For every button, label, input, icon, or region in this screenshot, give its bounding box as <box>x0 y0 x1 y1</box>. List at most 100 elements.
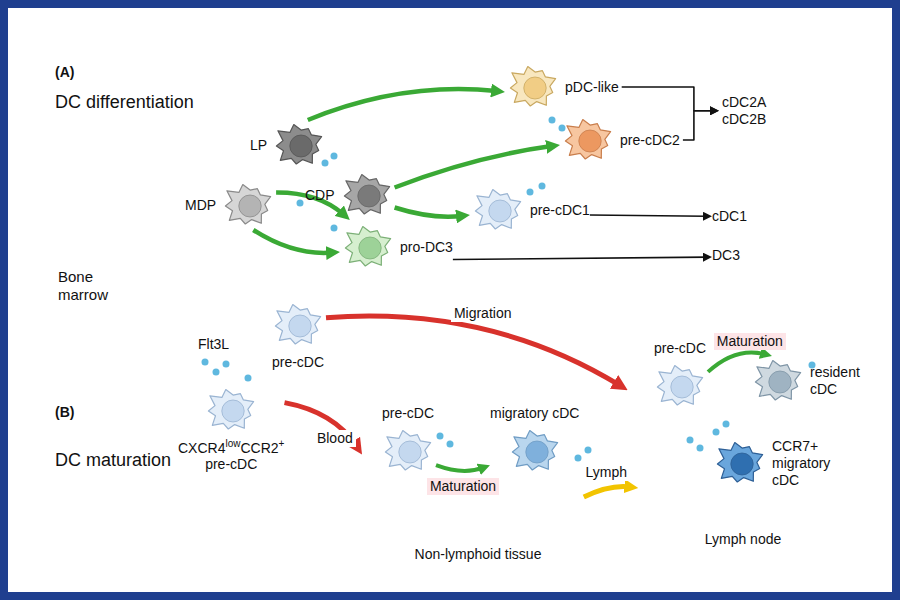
text-label: (A) <box>55 64 74 81</box>
arrow-connector <box>308 89 497 120</box>
cell-nucleus <box>290 135 312 157</box>
edge-label: Maturation <box>427 478 499 495</box>
cell-body <box>512 430 557 469</box>
cell-drawing <box>712 438 768 488</box>
cell-label-box: pro-DC3 <box>400 239 453 256</box>
cell-label-box: pre-cDC <box>382 405 434 422</box>
cell-type-text: cDC1 <box>712 208 747 225</box>
arrow-connector <box>436 465 483 471</box>
arrow-connector <box>395 208 462 217</box>
cell-node: pDC-like <box>505 62 619 112</box>
cell-node: LP <box>250 120 327 170</box>
text-label: (B) <box>55 404 74 421</box>
cell-label-line: CXCR4lowCCR2+ <box>178 439 284 456</box>
cell-label: CDP <box>305 187 335 204</box>
region-outline <box>612 328 874 526</box>
cell-type-label: DC3 <box>712 247 740 264</box>
cell-body <box>344 175 389 214</box>
region-label: Non-lymphoid tissue <box>415 546 542 562</box>
cell-label: pre-cDC1 <box>530 202 590 219</box>
cell-drawing <box>507 426 563 476</box>
cell-label: pre-cDC <box>382 405 434 422</box>
cell-nucleus <box>489 200 511 222</box>
cell-node: CDP <box>305 170 395 220</box>
cell-node: pro-DC3 <box>340 222 453 272</box>
cell-drawing <box>270 300 326 350</box>
cell-body <box>385 430 430 469</box>
edge-label: Migration <box>451 305 515 322</box>
cell-body <box>345 227 390 266</box>
region-label-row: Lymph node <box>612 529 874 548</box>
arrow-connector <box>683 111 714 140</box>
cell-drawing <box>203 385 259 435</box>
cell-node: resident cDC <box>750 356 860 406</box>
cell-node: pre-cDC <box>380 405 436 476</box>
cell-body <box>277 125 322 164</box>
cell-node: CXCR4lowCCR2+pre-cDC <box>178 385 284 473</box>
cell-label-box: pre-cDC1 <box>530 202 590 219</box>
region-label: Lymph node <box>705 531 782 547</box>
cell-nucleus <box>671 376 693 398</box>
cell-nucleus <box>579 130 601 152</box>
cell-label: CCR7+ migratory cDC <box>772 438 830 488</box>
cell-label: migratory cDC <box>490 405 579 422</box>
cell-label-line: pre-cDC <box>178 456 284 473</box>
cell-drawing <box>560 115 616 165</box>
cell-nucleus <box>359 237 381 259</box>
cell-drawing <box>271 120 327 170</box>
cell-label-box: LP <box>250 137 267 154</box>
cell-label: pre-cDC <box>654 340 706 357</box>
text-label: Bone marrow <box>58 268 118 304</box>
cell-nucleus <box>239 195 261 217</box>
cell-node: pre-cDC <box>652 340 708 411</box>
cell-label: LP <box>250 137 267 154</box>
cell-nucleus <box>731 453 753 475</box>
cell-label: resident cDC <box>810 364 860 398</box>
cell-drawing <box>750 356 806 406</box>
cell-nucleus <box>524 77 546 99</box>
cell-label: MDP <box>185 197 216 214</box>
cell-label-box: pre-cDC <box>272 354 324 371</box>
edge-label: Blood <box>314 430 356 447</box>
cell-label: pDC-like <box>565 79 619 96</box>
cell-label: pre-cDC2 <box>620 132 680 149</box>
arrow-connector <box>708 352 765 371</box>
cell-body <box>755 361 800 400</box>
cell-drawing <box>380 426 436 476</box>
cell-drawing <box>339 170 395 220</box>
cell-label-box: MDP <box>185 197 216 214</box>
edge-label: Lymph <box>583 464 631 481</box>
cell-label-box: CCR7+ migratory cDC <box>772 438 830 488</box>
cell-nucleus <box>399 441 421 463</box>
cell-label-box: pre-cDC <box>654 340 706 357</box>
cell-label: pro-DC3 <box>400 239 453 256</box>
arrow-connector <box>395 146 552 187</box>
cell-drawing <box>652 361 708 411</box>
cell-label-box: CDP <box>305 187 335 204</box>
cell-drawing <box>505 62 561 112</box>
arrow-connector <box>590 215 707 216</box>
cell-nucleus <box>222 400 244 422</box>
cell-label-box: migratory cDC <box>490 405 579 422</box>
edge-label: Maturation <box>714 333 786 350</box>
cell-label: pre-cDC <box>272 354 324 371</box>
cell-drawing <box>220 180 276 230</box>
cell-node: pre-cDC1 <box>470 185 590 235</box>
cell-node: MDP <box>185 180 276 230</box>
cell-label-box: resident cDC <box>810 364 860 398</box>
cell-label-part: low <box>225 438 240 449</box>
cell-body <box>717 443 762 482</box>
cell-label-part: pre-cDC <box>205 456 257 472</box>
arrow-connector <box>622 87 714 111</box>
arrow-connector <box>326 316 620 385</box>
cell-nucleus <box>289 315 311 337</box>
cell-label-part: + <box>279 438 285 449</box>
cell-label-part: CXCR4 <box>178 440 225 456</box>
region-fill <box>353 396 603 532</box>
cell-body <box>226 185 271 224</box>
tissue-region: Lymph node pre-cDC resident cDC CCR7+ migra… <box>612 328 874 550</box>
region-fill <box>613 329 873 525</box>
text-label: DC differentiation <box>55 92 194 114</box>
